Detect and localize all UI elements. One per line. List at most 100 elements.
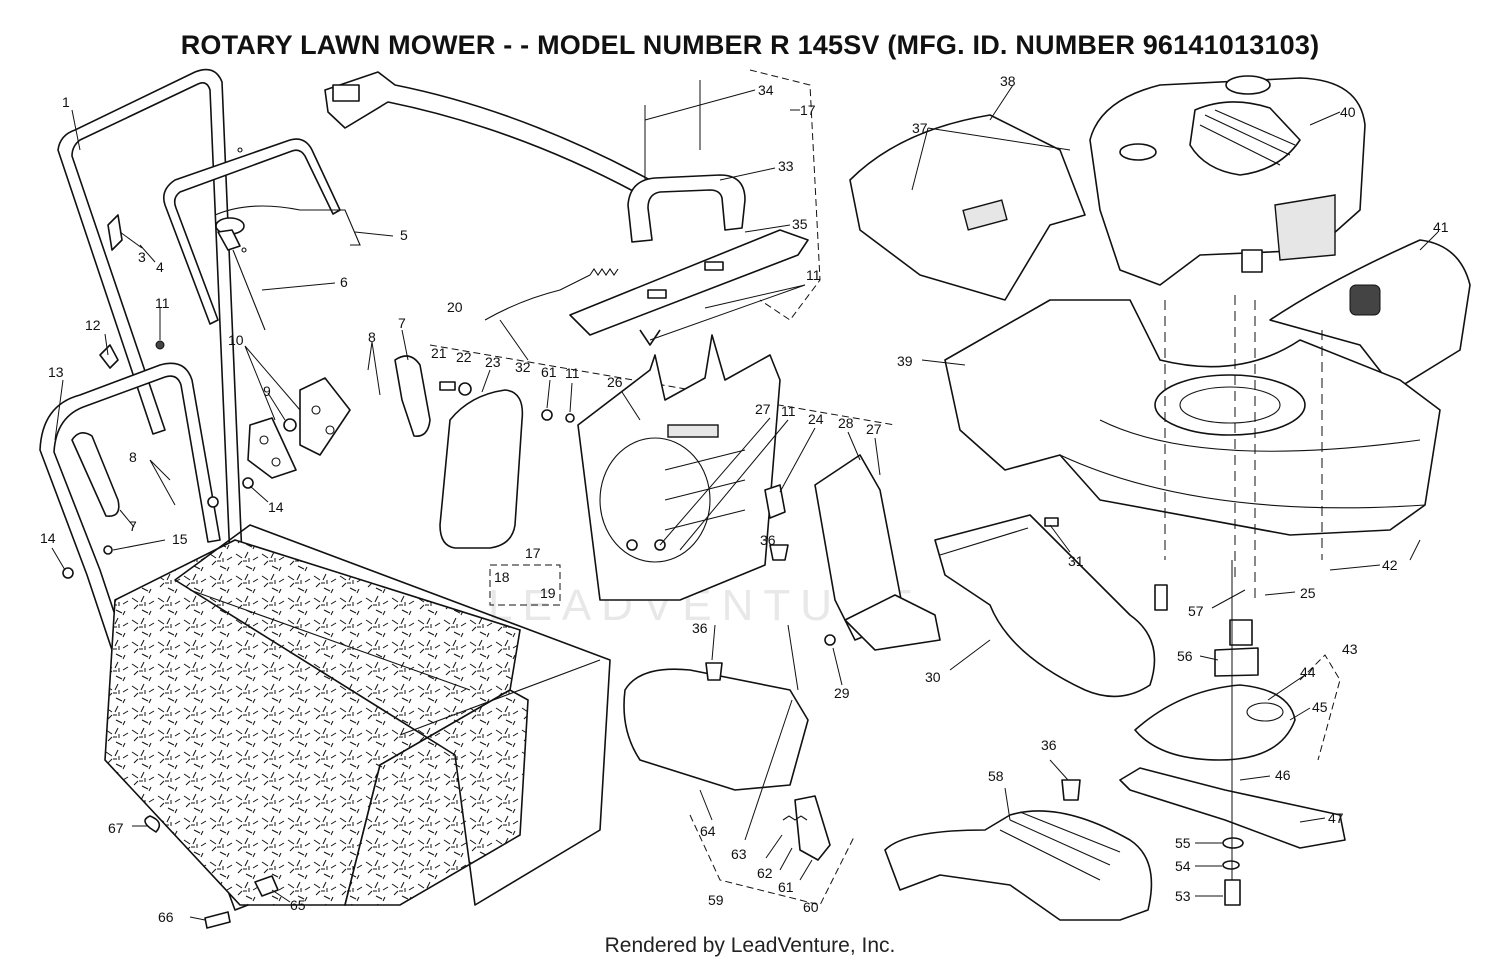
rod-63 bbox=[787, 624, 799, 691]
callout-53: 53 bbox=[1175, 888, 1191, 904]
deck-skirt bbox=[884, 810, 1153, 921]
rear-door bbox=[439, 389, 524, 549]
control-cable bbox=[484, 274, 591, 321]
spring-62 bbox=[782, 815, 808, 821]
knob-36b bbox=[705, 662, 723, 681]
callout-46: 46 bbox=[1275, 767, 1291, 783]
callout-38: 38 bbox=[1000, 73, 1016, 89]
callout-62: 62 bbox=[757, 865, 773, 881]
blade-adapter bbox=[1134, 684, 1296, 761]
callout-41: 41 bbox=[1433, 219, 1449, 235]
mower-deck bbox=[944, 299, 1441, 536]
callout-11-console: 11 bbox=[806, 267, 821, 283]
group-59-bracket bbox=[689, 814, 856, 906]
callout-11-handle: 11 bbox=[155, 295, 170, 311]
callout-21: 21 bbox=[431, 345, 447, 361]
callout-61-row: 61 bbox=[541, 364, 557, 380]
callout-11-row: 11 bbox=[565, 365, 580, 381]
nut-29 bbox=[824, 634, 836, 646]
adapter-key bbox=[1229, 619, 1253, 646]
chute-mouth bbox=[844, 594, 941, 651]
blade-bolt-53 bbox=[1224, 879, 1241, 906]
callout-28: 28 bbox=[838, 415, 854, 431]
callout-1: 1 bbox=[62, 94, 70, 110]
callout-55: 55 bbox=[1175, 835, 1191, 851]
handle-bolt bbox=[204, 911, 231, 929]
callout-27-right: 27 bbox=[866, 421, 882, 437]
callout-63: 63 bbox=[731, 846, 747, 862]
callout-27-left: 27 bbox=[755, 401, 771, 417]
lockwasher-54 bbox=[1222, 860, 1240, 870]
callout-65: 65 bbox=[290, 897, 306, 913]
callout-60: 60 bbox=[803, 899, 819, 915]
callout-66: 66 bbox=[158, 909, 174, 925]
callout-7-lower: 7 bbox=[129, 518, 137, 534]
hardware-row bbox=[439, 381, 575, 423]
callout-33: 33 bbox=[778, 158, 794, 174]
handle-bar bbox=[324, 71, 651, 193]
knob-36a bbox=[769, 544, 789, 561]
callout-9: 9 bbox=[263, 383, 271, 399]
callout-23: 23 bbox=[485, 354, 501, 370]
callout-26: 26 bbox=[607, 374, 623, 390]
callout-47: 47 bbox=[1328, 810, 1344, 826]
callout-29: 29 bbox=[834, 685, 850, 701]
callout-34: 34 bbox=[758, 82, 774, 98]
latch-60 bbox=[794, 795, 831, 861]
callout-40: 40 bbox=[1340, 104, 1356, 120]
cable-tie bbox=[254, 875, 279, 897]
leader-lines bbox=[51, 84, 1439, 921]
latch-clip bbox=[764, 484, 786, 519]
callout-8-lower: 8 bbox=[129, 449, 137, 465]
callout-58: 58 bbox=[988, 768, 1004, 784]
knob-36c bbox=[1061, 779, 1081, 801]
callout-4: 4 bbox=[156, 259, 164, 275]
callout-14-left: 14 bbox=[40, 530, 56, 546]
callout-10: 10 bbox=[228, 332, 244, 348]
grass-bag bbox=[104, 524, 611, 906]
callout-35: 35 bbox=[792, 216, 808, 232]
callout-13: 13 bbox=[48, 364, 64, 380]
callout-36-plug: 36 bbox=[692, 620, 708, 636]
callout-57: 57 bbox=[1188, 603, 1204, 619]
bag-adapter bbox=[934, 514, 1156, 698]
callout-17-bottom: 17 bbox=[525, 545, 541, 561]
callout-5: 5 bbox=[400, 227, 408, 243]
callout-18: 18 bbox=[494, 569, 510, 585]
group-20-bracket bbox=[429, 344, 896, 426]
callout-17-top: 17 bbox=[800, 102, 816, 118]
plate-56 bbox=[1214, 647, 1259, 677]
callout-3: 3 bbox=[138, 249, 146, 265]
callout-42: 42 bbox=[1382, 557, 1398, 573]
callout-15: 15 bbox=[172, 531, 188, 547]
callout-30: 30 bbox=[925, 669, 941, 685]
engine-shroud bbox=[849, 114, 1086, 301]
callout-31: 31 bbox=[1068, 553, 1084, 569]
callout-6: 6 bbox=[340, 274, 348, 290]
callout-54: 54 bbox=[1175, 858, 1191, 874]
callout-14-right: 14 bbox=[268, 499, 284, 515]
callout-7-upper: 7 bbox=[398, 315, 406, 331]
callout-19: 19 bbox=[540, 585, 556, 601]
callout-36-skirt: 36 bbox=[1041, 737, 1057, 753]
callout-labels: 1 3 4 5 6 7 7 8 8 9 10 11 11 11 11 12 13… bbox=[40, 73, 1449, 925]
callout-20: 20 bbox=[447, 299, 463, 315]
control-bail bbox=[162, 138, 361, 331]
callout-25: 25 bbox=[1300, 585, 1316, 601]
group-17b-bracket bbox=[489, 564, 561, 606]
callout-36-chute: 36 bbox=[760, 532, 776, 548]
callout-44: 44 bbox=[1300, 664, 1316, 680]
mulch-plug bbox=[623, 668, 809, 791]
callout-24: 24 bbox=[808, 411, 824, 427]
callout-39: 39 bbox=[897, 353, 913, 369]
callout-32: 32 bbox=[515, 359, 531, 375]
callout-64: 64 bbox=[700, 823, 716, 839]
callout-37: 37 bbox=[912, 120, 928, 136]
cable-clip bbox=[144, 815, 161, 833]
callout-67: 67 bbox=[108, 820, 124, 836]
callout-12: 12 bbox=[85, 317, 101, 333]
diagram-title: ROTARY LAWN MOWER - - MODEL NUMBER R 145… bbox=[180, 30, 1320, 60]
callout-8-upper: 8 bbox=[368, 329, 376, 345]
